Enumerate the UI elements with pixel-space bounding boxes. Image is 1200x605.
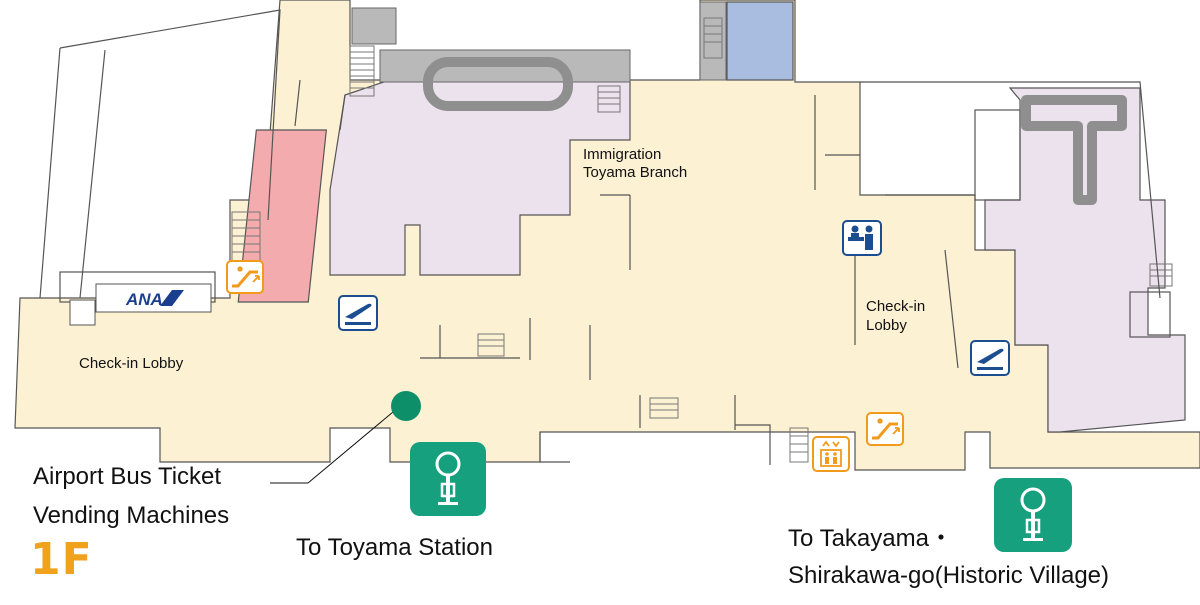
to-takayama-label-line2: Shirakawa-go(Historic Village) [788,562,1110,589]
floor-label: 1F [30,534,93,585]
blue-room [726,1,794,81]
ana-logo-text: ANA [125,290,163,309]
ticket-machine-leader-line [307,411,394,484]
baggage-belts [423,57,1127,205]
bus-ticket-label-line1: Airport Bus Ticket [33,463,222,490]
immigration-label-line2: Toyama Branch [583,164,688,181]
bus-ticket-label-line2: Vending Machines [33,502,230,529]
bus-stop-icon [994,478,1072,557]
walls [39,9,1171,465]
elevator-icon [812,436,850,477]
stairs [231,17,1173,463]
immigration-label-line1: Immigration [583,146,662,163]
departures-icon [970,340,1010,381]
check-in-lobby-right-label-line1: Check-in [866,298,926,315]
bus-stop-icon [410,442,486,521]
restricted-area [329,79,1186,433]
check-in-lobby-left-label: Check-in Lobby [79,355,184,372]
escalator-icon [866,412,904,451]
check-in-lobby-right-label-line2: Lobby [866,317,907,334]
ticket-machine-marker[interactable] [391,391,421,421]
service-blocks [351,1,727,83]
to-takayama-label-line1: To Takayama・ [788,525,953,552]
information-counter-icon [842,220,882,261]
to-toyama-station-label: To Toyama Station [296,534,494,561]
escalator-icon [226,260,264,299]
ana-counter: ANA [69,283,212,326]
departures-icon [338,295,378,336]
